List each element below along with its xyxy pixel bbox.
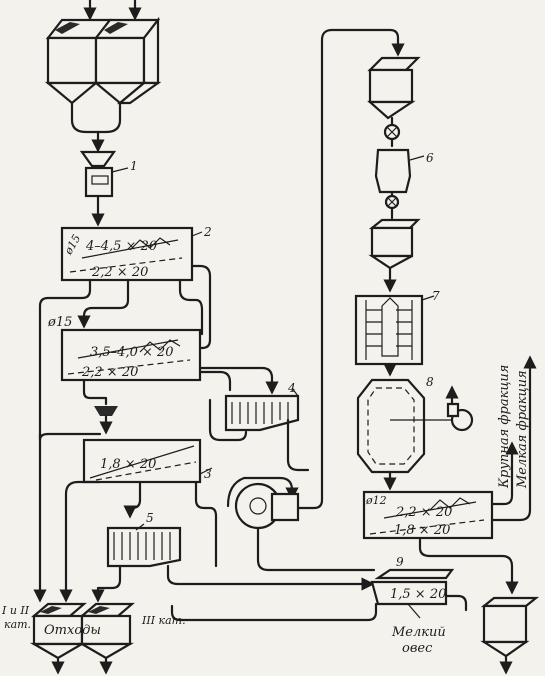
label-4: 4 (287, 381, 296, 395)
flow-line (77, 278, 130, 329)
fan-center (226, 28, 405, 572)
sieve-mid-top: 3,5–4,0 × 20 (90, 345, 174, 360)
sieve-2: ø15 4–4,5 × 20 2,2 × 20 2 (60, 225, 212, 282)
sieve-4: 4 (198, 366, 310, 472)
bin-right-top (367, 56, 421, 148)
waste-label: Отходы (44, 623, 101, 638)
label-9: 9 (396, 555, 404, 569)
machine-1: 1 (79, 150, 138, 227)
label-3: 3 (204, 467, 212, 481)
sieve-right-top: 2,2 × 20 (395, 505, 452, 520)
sieve-right-bottom: 1,8 × 20 (394, 523, 450, 538)
label-8: 8 (426, 375, 434, 389)
sieve-5: 5 (91, 511, 375, 603)
dryer-7: 7 (354, 289, 440, 377)
sieve-mid-bottom: 2,2 × 20 (81, 365, 138, 380)
label-5: 5 (146, 511, 154, 525)
label-6: 6 (426, 151, 434, 165)
flow-line (190, 264, 212, 350)
bin-bottom-right (480, 596, 540, 675)
category-1-2-label-line1: I и II (1, 604, 30, 617)
label-7: 7 (432, 289, 440, 303)
sieve-9-size: 1,5 × 20 (390, 587, 446, 602)
fine-oats-label-1: Мелкий (391, 625, 446, 640)
coarse-fraction-label: Крупная фракция (497, 365, 512, 489)
category-3-label: III кат. (141, 614, 186, 627)
rotary-feeder (38, 378, 118, 442)
label-2: 2 (203, 225, 212, 239)
sieve-3-size: 1,8 × 20 (100, 457, 156, 472)
flow-line (178, 278, 204, 336)
top-bins (44, 0, 162, 153)
sieve-right: ø12 2,2 × 20 1,8 × 20 (362, 355, 537, 595)
label-1: 1 (130, 159, 138, 173)
sieve-2-bottom: 2,2 × 20 (91, 265, 148, 280)
fine-oats-label-2: овес (402, 641, 433, 656)
flow-line (38, 278, 92, 402)
bin-right-mid (368, 218, 421, 293)
category-1-2-label-line2: кат. (4, 618, 31, 631)
cooler-8: 8 (356, 375, 474, 491)
sieve-3: 1,8 × 20 3 (59, 438, 218, 603)
fine-fraction-label: Мелкая фракция (515, 370, 530, 489)
machine-9: 1,5 × 20 9 (170, 555, 468, 622)
sieve-mid-diameter: ø15 (47, 315, 72, 330)
bins-bottom-left: Отходы (29, 602, 135, 675)
machine-6: 6 (374, 148, 434, 220)
sieve-middle: 3,5–4,0 × 20 2,2 × 20 (60, 328, 202, 382)
sieve-right-diameter: ø12 (365, 494, 387, 507)
sieve-2-top: 4–4,5 × 20 (85, 239, 157, 254)
